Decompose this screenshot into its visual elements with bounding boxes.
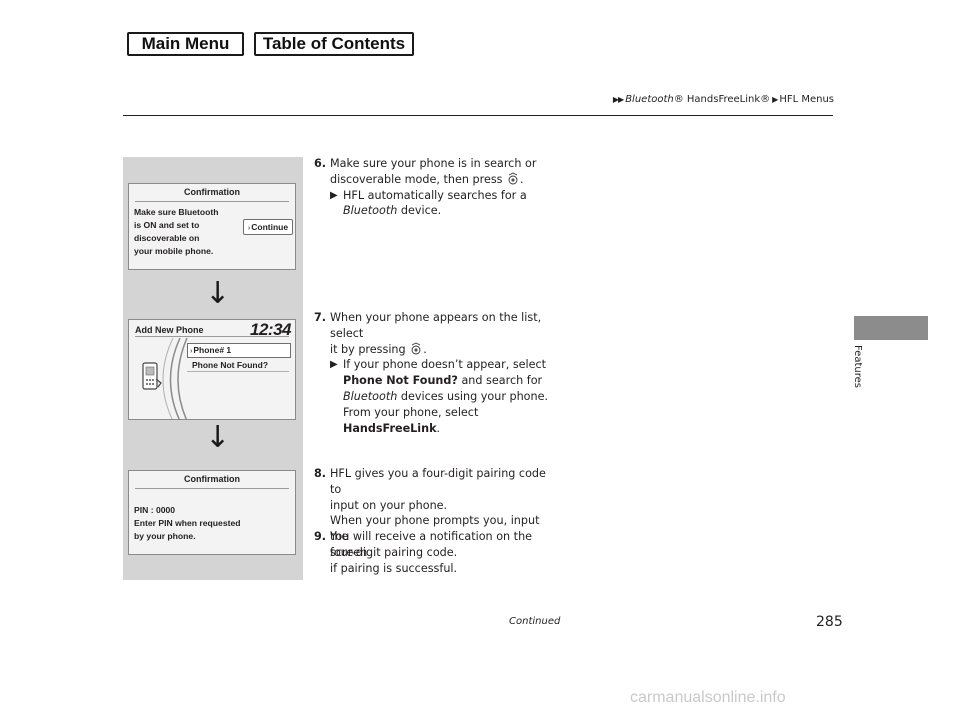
step-number: 8. [314,467,327,480]
breadcrumb-bluetooth[interactable]: Bluetooth [625,94,674,105]
main-menu-button[interactable]: Main Menu [127,32,244,56]
breadcrumb-arrow-icon: ▶ [772,95,778,104]
clock: 12:34 [250,320,291,339]
screen-arc-decoration [162,337,188,419]
breadcrumb: ▶▶Bluetooth® HandsFreeLink®▶HFL Menus [613,94,834,105]
breadcrumb-hfl-menus[interactable]: HFL Menus [779,94,834,105]
table-of-contents-button[interactable]: Table of Contents [254,32,414,56]
header-rule [123,115,833,116]
selector-knob-icon [411,342,421,355]
continued-label: Continued [509,616,561,627]
watermark: carmanualsonline.info [630,689,786,706]
step-number: 9. [314,530,327,543]
screen-title: Add New Phone [135,325,204,335]
bullet-arrow-icon: ▶ [330,359,338,371]
add-new-phone-screen: Add New Phone 12:34 ›Phone# 1 Phone Not … [128,319,296,420]
selector-knob-icon [508,172,518,185]
pin-confirmation-screen: Confirmation PIN : 0000 Enter PIN when r… [128,470,296,555]
step-number: 7. [314,311,327,324]
screen-message: PIN : 0000 Enter PIN when requested by y… [134,505,241,541]
caret-icon: › [190,348,193,355]
section-tab-label: Features [852,345,863,388]
caret-icon: › [247,225,251,232]
breadcrumb-handsfreelink[interactable]: ® HandsFreeLink® [673,94,771,105]
screen-message: Make sure Bluetooth is ON and set to dis… [134,207,219,256]
down-arrow-icon: ↓ [205,420,231,455]
divider [135,488,289,489]
divider [135,201,289,202]
list-item-phone-1[interactable]: ›Phone# 1 [187,343,291,358]
list-item-phone-not-found[interactable]: Phone Not Found? [192,360,269,370]
breadcrumb-arrow-icon: ▶▶ [612,95,624,104]
step-number: 6. [314,157,327,170]
divider [187,371,289,372]
screen-title: Confirmation [184,474,240,484]
page-number: 285 [816,614,843,630]
section-tab [854,316,928,340]
screen-title: Confirmation [184,187,240,197]
divider [135,336,289,337]
bullet-arrow-icon: ▶ [330,189,338,201]
confirmation-screen: Confirmation Make sure Bluetooth is ON a… [128,183,296,270]
phone-icon [142,362,162,390]
continue-button[interactable]: ›Continue [243,219,293,235]
down-arrow-icon: ↓ [205,276,231,311]
